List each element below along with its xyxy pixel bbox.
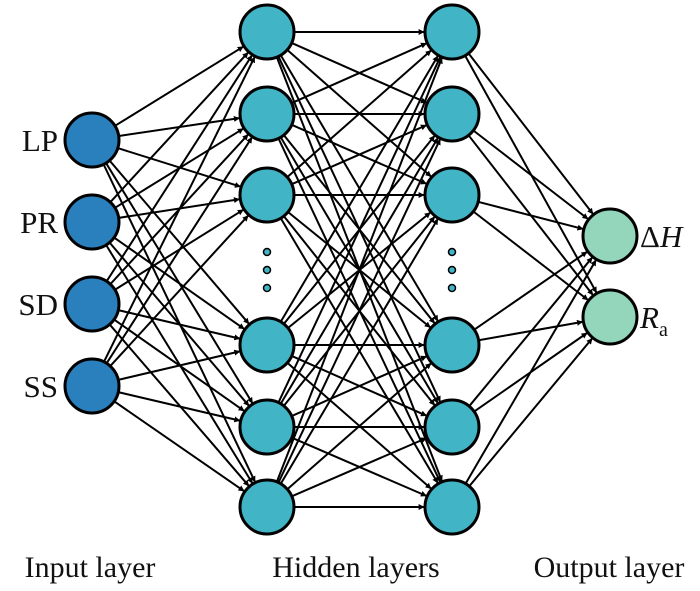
hidden1-node (238, 316, 296, 374)
edge-input-hidden1 (114, 45, 244, 127)
edge-input-hidden1 (118, 391, 241, 423)
edge-input-hidden1 (109, 214, 249, 367)
edge-input-hidden1 (113, 400, 245, 492)
output-node-label: Ra (639, 300, 668, 341)
hidden1-node (238, 166, 296, 224)
hidden2-node (423, 316, 481, 374)
edge-hidden2-output (473, 251, 588, 331)
input-node (63, 111, 121, 169)
edge-hidden2-output (477, 200, 584, 231)
edge-input-hidden1 (108, 159, 250, 325)
edge-hidden1-hidden2 (277, 56, 442, 403)
edge-hidden2-output (468, 337, 593, 487)
edge-hidden1-hidden2 (275, 57, 443, 483)
ellipsis-dot (447, 265, 457, 275)
output-node (581, 207, 639, 265)
output-node (581, 288, 639, 346)
connections (102, 29, 598, 510)
edge-input-hidden1 (113, 236, 245, 330)
edge-hidden1-hidden2 (286, 362, 432, 490)
hidden1-node (238, 85, 296, 143)
hidden2-node (423, 3, 481, 61)
edge-hidden1-hidden2 (286, 49, 432, 178)
hidden1-node (238, 3, 296, 61)
hidden1-node (238, 478, 296, 536)
edge-hidden1-hidden2 (279, 55, 439, 323)
edge-input-hidden1 (108, 323, 250, 487)
input-node (63, 357, 121, 415)
input-layer-label: Input layer (25, 551, 156, 584)
hidden2-node (423, 478, 481, 536)
ellipsis-dot (262, 265, 272, 275)
labels: Input layer Hidden layers Output layer L… (18, 123, 684, 584)
edge-hidden2-output (464, 259, 597, 485)
input-node-label: PR (20, 205, 58, 240)
edge-hidden1-hidden2 (291, 437, 427, 498)
edge-hidden1-hidden2 (279, 218, 439, 485)
hidden2-node (423, 85, 481, 143)
hidden2-node (423, 398, 481, 456)
edge-hidden2-output (472, 129, 589, 220)
output-node-label: ΔH (640, 219, 684, 254)
edge-input-hidden1 (103, 56, 256, 363)
hidden1-node (238, 398, 296, 456)
ellipsis-dot (262, 247, 272, 257)
edge-input-hidden1 (109, 51, 249, 203)
edge-hidden2-output (467, 52, 594, 215)
input-node (63, 193, 121, 251)
input-node-label: SD (18, 287, 58, 322)
edge-hidden2-output (468, 256, 593, 407)
edge-input-hidden1 (118, 349, 241, 381)
edge-input-hidden1 (105, 244, 254, 484)
edge-hidden2-output (472, 210, 589, 301)
input-node-label: LP (22, 123, 58, 158)
edge-input-hidden1 (105, 137, 253, 364)
input-node (63, 275, 121, 333)
ellipsis-dot (262, 283, 272, 293)
hidden-layers-label: Hidden layers (272, 551, 439, 584)
output-layer-label: Output layer (534, 551, 685, 584)
edge-hidden1-hidden2 (291, 42, 427, 104)
ellipsis-dot (447, 247, 457, 257)
nodes (63, 3, 639, 536)
hidden2-node (423, 166, 481, 224)
edge-input-hidden1 (105, 55, 253, 282)
input-node-label: SS (24, 369, 58, 404)
edge-hidden1-hidden2 (277, 138, 441, 483)
ellipsis-dot (447, 283, 457, 293)
